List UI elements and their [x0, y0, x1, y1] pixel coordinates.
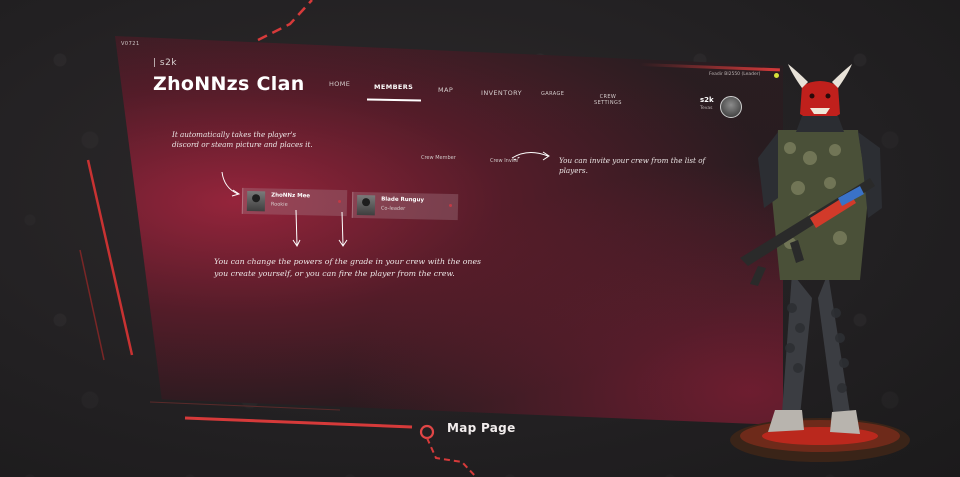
brand-subtitle: | s2k [153, 58, 178, 68]
top-dashed-connector [257, 0, 313, 42]
crew-panel [115, 36, 783, 426]
user-subtitle: Tevas [700, 106, 713, 111]
nav-crew-settings[interactable]: CREW SETTINGS [594, 94, 622, 107]
member-rank: Rookie [270, 201, 288, 208]
version-label: V0721 [121, 41, 140, 47]
member-menu-dot-icon[interactable] [337, 199, 342, 203]
nav-inventory[interactable]: INVENTORY [481, 89, 522, 97]
member-card[interactable]: ZhoNNz Mee Rookie [241, 187, 348, 217]
tab-crew-member[interactable]: Crew Member [421, 155, 456, 161]
map-page-dashed-connector [426, 437, 477, 477]
user-avatar[interactable] [720, 96, 742, 118]
nav-members[interactable]: MEMBERS [374, 83, 414, 91]
member-rank: Co-leader [380, 205, 406, 213]
map-page-label[interactable]: Map Page [447, 421, 516, 435]
nav-garage[interactable]: GARAGE [541, 91, 565, 97]
avatar-annotation: It automatically takes the player's disc… [172, 130, 313, 150]
leader-label: Feadir Bl2550 (Leader) [709, 72, 761, 77]
nav-map[interactable]: MAP [438, 86, 454, 94]
invite-annotation: You can invite your crew from the list o… [559, 156, 706, 176]
member-name: Blade Runguy [381, 196, 425, 204]
oni-mask-icon [800, 81, 840, 121]
bottom-red-line [184, 416, 413, 429]
clan-title: ZhoNNzs Clan [153, 73, 305, 95]
member-name: ZhoNNz Mee [271, 192, 311, 200]
character-model [730, 64, 910, 462]
status-indicator [774, 73, 779, 78]
member-avatar [246, 191, 266, 212]
grade-annotation: You can change the powers of the grade i… [214, 257, 482, 279]
rifle-icon [740, 178, 875, 286]
map-page-ring-icon [419, 424, 435, 440]
tab-crew-invite[interactable]: Crew Invite [490, 158, 519, 164]
nav-home[interactable]: HOME [329, 80, 351, 88]
member-avatar [356, 194, 376, 216]
user-name: s2k [700, 96, 714, 104]
member-card[interactable]: Blade Runguy Co-leader [351, 191, 459, 221]
left-red-streak-faint [79, 249, 105, 361]
member-menu-dot-icon[interactable] [448, 203, 453, 207]
left-red-streak [86, 159, 134, 356]
